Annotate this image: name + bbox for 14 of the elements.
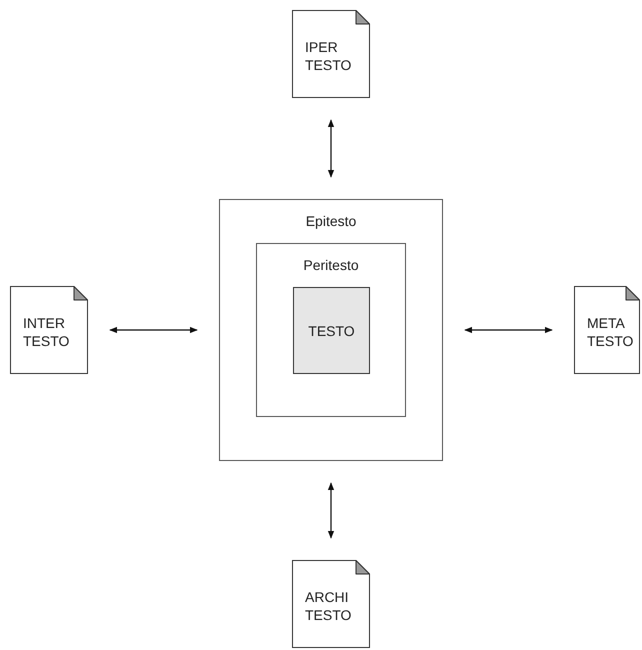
frame-label: Epitesto (304, 213, 358, 229)
frame-box (219, 199, 443, 461)
double-arrow (109, 326, 198, 334)
document-box (293, 287, 370, 374)
frame-label: Peritesto (302, 257, 360, 273)
document-label: TESTO (308, 322, 355, 338)
document-label: ARCHI TESTO (305, 588, 352, 624)
double-arrow (328, 119, 334, 178)
frame-box (256, 243, 406, 417)
document-label: META TESTO (587, 314, 634, 350)
double-arrow (328, 482, 334, 539)
document-label: INTER TESTO (23, 314, 70, 350)
document-label: IPER TESTO (305, 38, 352, 74)
double-arrow (464, 326, 553, 334)
